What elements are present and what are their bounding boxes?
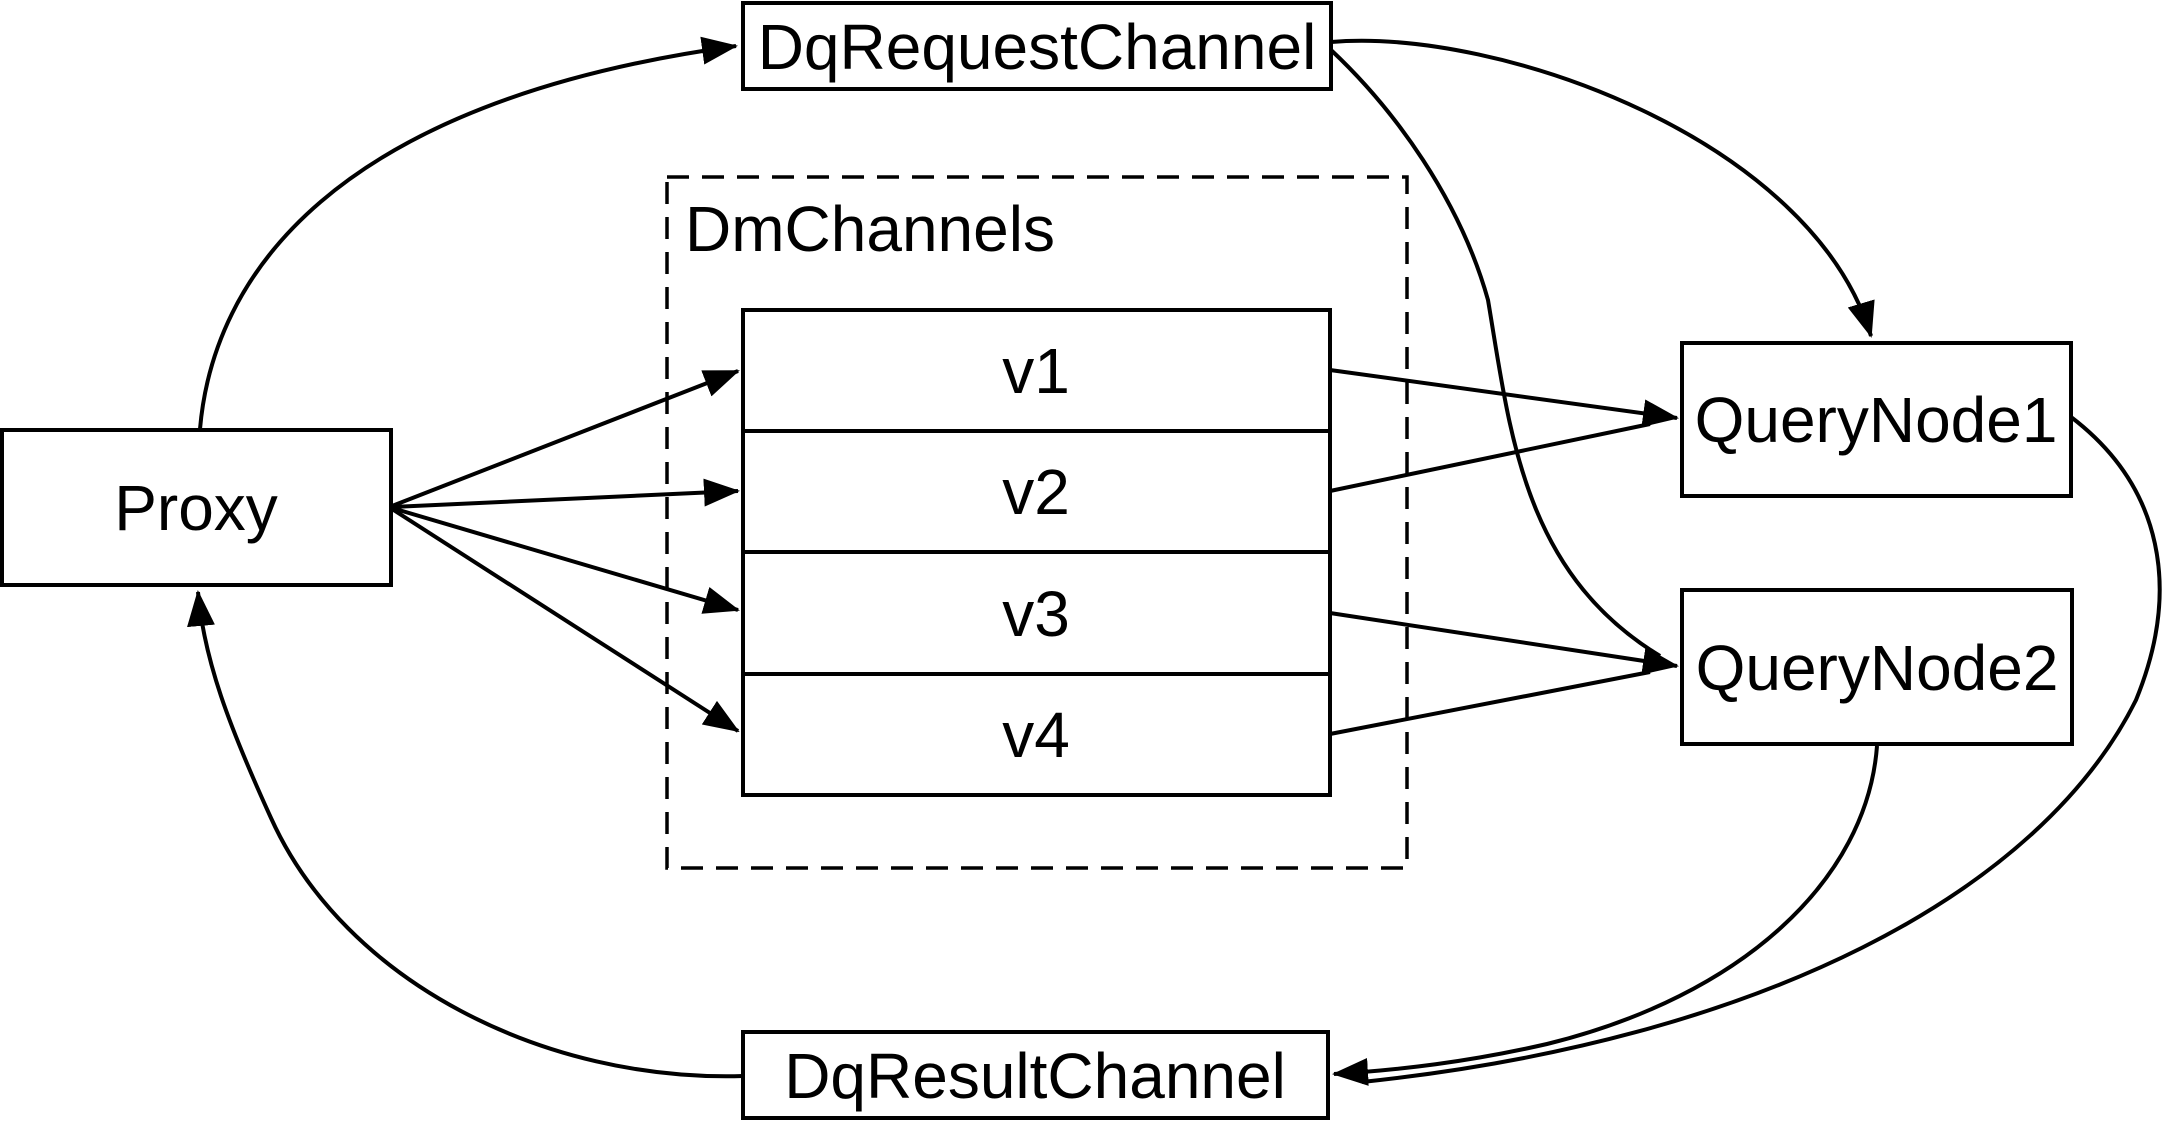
edge-channel-v2-to-query-node-1 <box>1329 422 1651 493</box>
edge-query-node-2-to-dq-result-channel <box>1332 745 1879 1086</box>
edge-query-node-1-to-dq-result-channel <box>1361 415 2162 1084</box>
proxy-label: Proxy <box>114 472 278 544</box>
dm-channels-group-label: DmChannels <box>685 193 1055 265</box>
channel-stack: v1 v2 v3 v4 <box>741 308 1332 797</box>
proxy-box <box>0 428 393 587</box>
dq-result-channel-label: DqResultChannel <box>784 1040 1286 1112</box>
channel-v2-label: v2 <box>1002 456 1070 528</box>
node-dq-result-channel: DqResultChannel <box>741 1030 1330 1120</box>
node-query-node-1: QueryNode1 <box>1680 341 2073 498</box>
query-node-1-box <box>1680 341 2073 498</box>
query-node-2-box <box>1680 588 2074 746</box>
edge-channel-v3-to-query-node-2 <box>1329 611 1679 675</box>
node-dq-request-channel: DqRequestChannel <box>741 1 1333 91</box>
group-dm-channels: DmChannels v1 v2 v3 v4 <box>665 175 1409 870</box>
query-node-2-label: QueryNode2 <box>1696 632 2059 704</box>
edge-channel-v4-to-query-node-2 <box>1329 670 1651 736</box>
edge-proxy-to-channel-v3 <box>391 506 740 614</box>
edge-dq-request-channel-to-query-node-1 <box>1330 38 1875 338</box>
node-query-node-2: QueryNode2 <box>1680 588 2074 746</box>
dm-channels-dashed-border <box>665 175 1409 870</box>
query-node-1-label: QueryNode1 <box>1695 384 2058 456</box>
channel-v1-label: v1 <box>1002 335 1070 407</box>
dq-request-channel-label: DqRequestChannel <box>758 11 1317 83</box>
dq-result-channel-box <box>741 1030 1330 1120</box>
edge-dq-request-channel-to-query-node-2 <box>1329 48 1662 658</box>
channel-v4-label: v4 <box>1002 699 1070 771</box>
edges <box>187 36 2162 1086</box>
edge-channel-v1-to-query-node-1 <box>1329 368 1679 428</box>
edge-proxy-to-channel-v4 <box>390 507 740 733</box>
edge-proxy-to-channel-v1 <box>391 369 740 508</box>
dq-request-channel-box <box>741 1 1333 91</box>
channel-v3-label: v3 <box>1002 578 1070 650</box>
edge-dq-result-channel-to-proxy <box>187 590 744 1079</box>
edge-proxy-to-channel-v2 <box>391 478 740 509</box>
edge-proxy-to-dq-request-channel <box>198 36 738 430</box>
node-proxy: Proxy <box>0 428 393 587</box>
